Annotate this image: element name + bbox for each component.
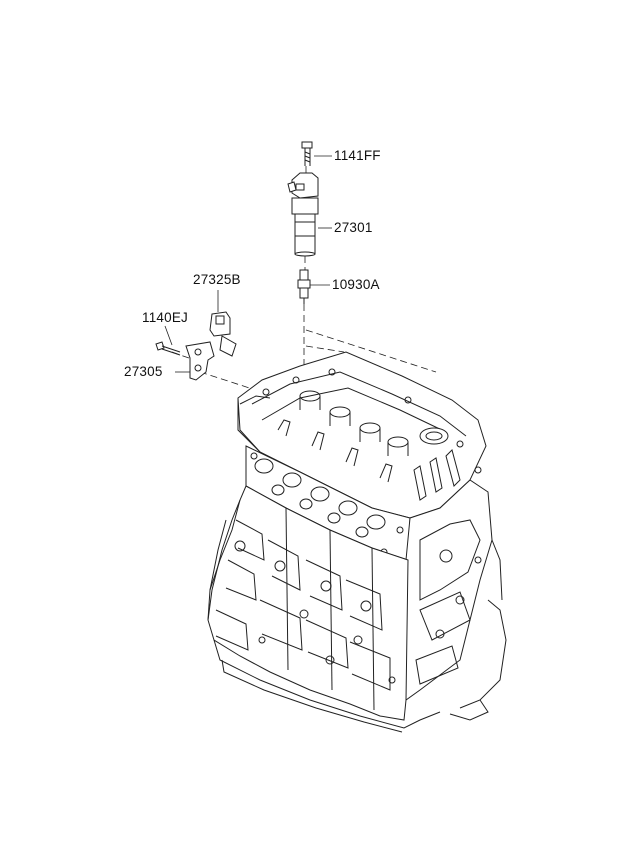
label-1141ff: 1141FF	[334, 148, 381, 163]
spark-plug-10930a	[297, 269, 311, 304]
label-1140ej: 1140EJ	[142, 310, 188, 325]
label-27301: 27301	[334, 220, 373, 235]
ignition-coil-27301	[287, 172, 319, 257]
label-27325b: 27325B	[193, 272, 241, 287]
bolt-1141ff	[301, 141, 313, 166]
bracket-27305	[185, 341, 215, 381]
engine-assembly	[207, 351, 507, 733]
bolt-1140ej	[155, 341, 181, 356]
label-10930a: 10930A	[332, 277, 380, 292]
label-27305: 27305	[124, 364, 163, 379]
sensor-27325b	[209, 311, 237, 357]
